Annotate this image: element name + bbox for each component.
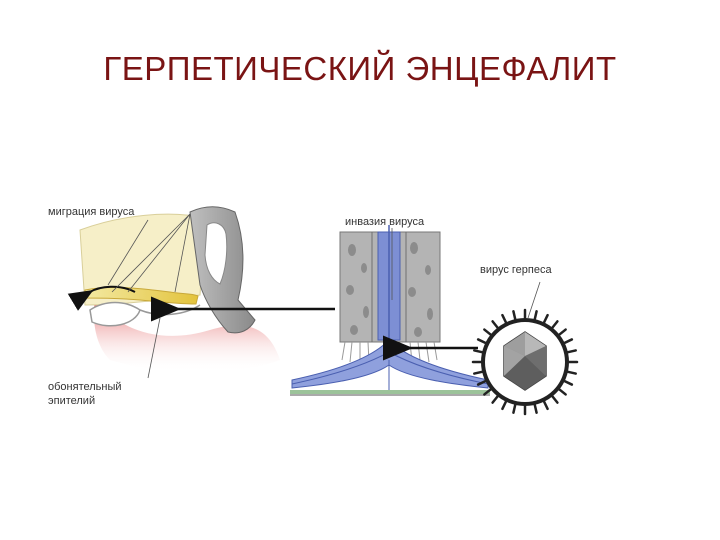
virion-spike (483, 328, 492, 336)
turbinate (89, 301, 141, 327)
label-olfactory-epithelium-1: обонятельный (48, 381, 122, 393)
virion-spike (491, 320, 499, 329)
virion-spike (566, 349, 577, 354)
basal-membrane (290, 390, 490, 394)
virion-spike (483, 388, 492, 396)
virion-spike (512, 403, 517, 414)
virion-spike (542, 313, 549, 324)
virion-spike (512, 310, 517, 321)
label-olfactory-epithelium-2: эпителий (48, 395, 96, 407)
virion-spike (558, 388, 567, 396)
virion-spike (551, 320, 559, 329)
virion-spike (491, 395, 499, 404)
label-virus-invasion: инвазия вируса (345, 216, 425, 228)
nasal-anatomy (67, 206, 280, 379)
migration-arrow (67, 285, 136, 311)
nasal-mucosa (93, 300, 280, 373)
virion-spike (501, 313, 508, 324)
virion-spike (563, 379, 574, 386)
virion-spike (551, 395, 559, 404)
slide-title: ГЕРПЕТИЧЕСКИЙ ЭНЦЕФАЛИТ (103, 50, 617, 87)
virion-spike (501, 400, 508, 411)
virion-spike (533, 310, 538, 321)
virion-spike (563, 338, 574, 345)
olfactory-epithelium (290, 225, 490, 396)
virion-spike (473, 370, 484, 375)
virion-spike (476, 379, 487, 386)
virion-spike (542, 400, 549, 411)
virion-spike (558, 328, 567, 336)
label-herpes-virus: вирус герпеса (480, 264, 552, 276)
herpes-virion-icon (471, 281, 579, 416)
sinus-cavity (204, 222, 228, 285)
virion-spike (476, 338, 487, 345)
virion-spike (533, 403, 538, 414)
label-virus-migration: миграция вируса (48, 206, 135, 218)
virion-spike (473, 349, 484, 354)
virion-spike (566, 370, 577, 375)
